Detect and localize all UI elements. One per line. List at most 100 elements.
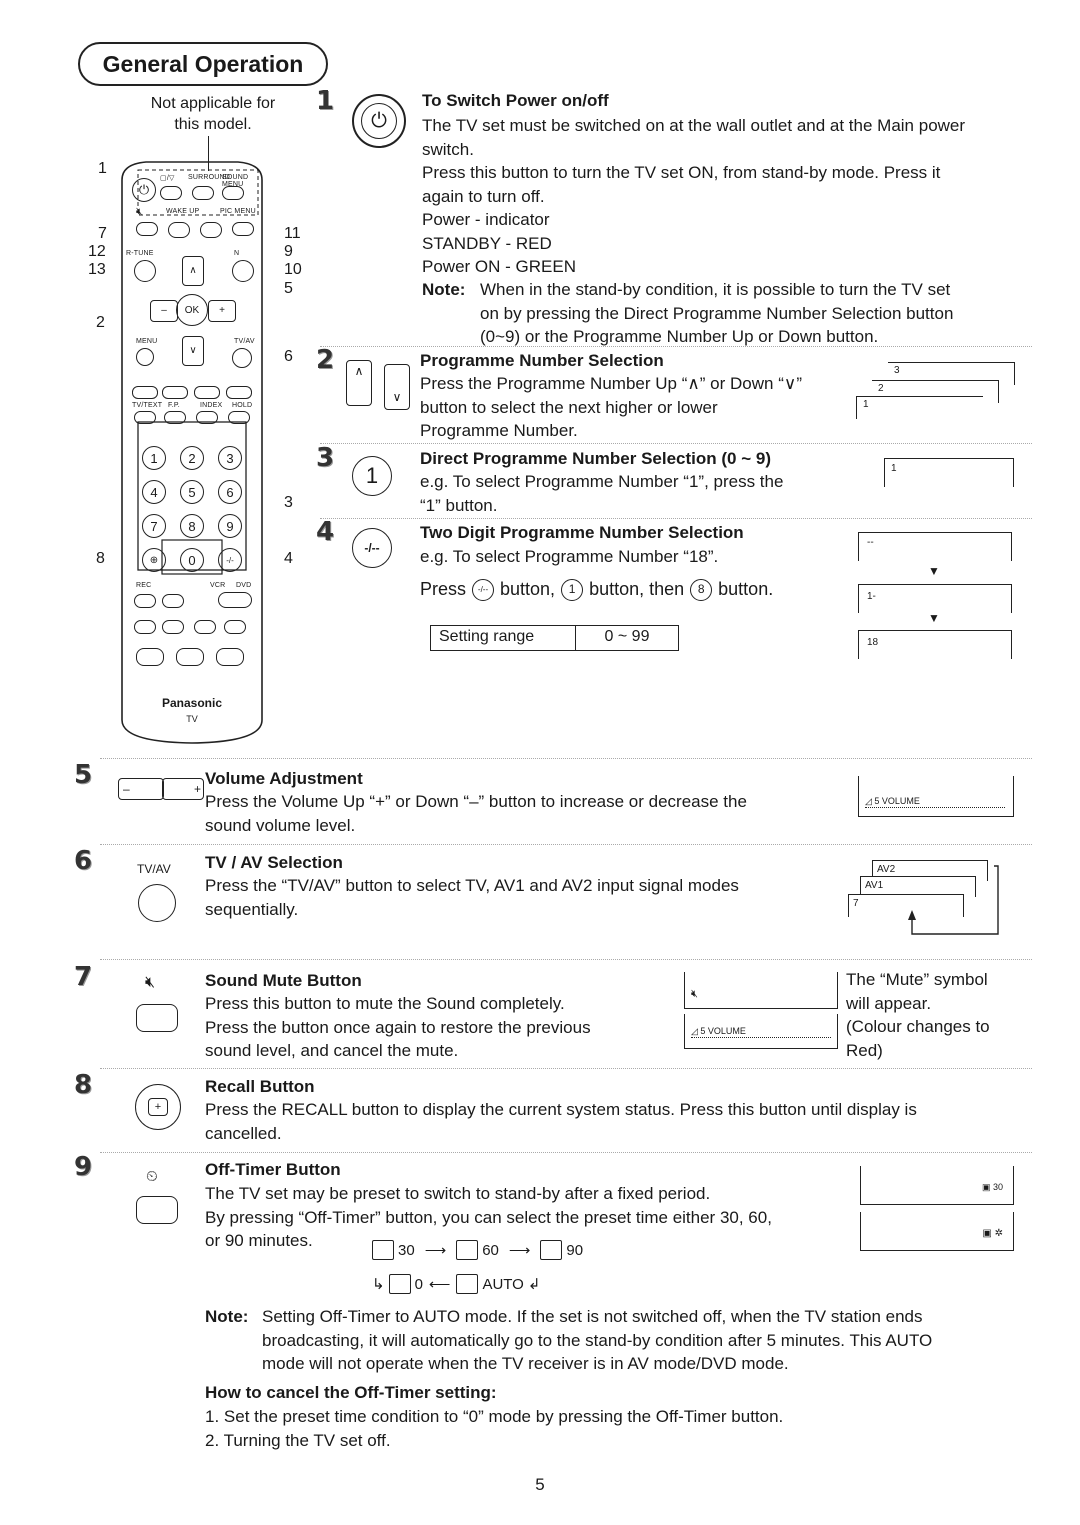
arrow-right-icon: ⟶ — [424, 1242, 447, 1259]
fp-button[interactable] — [164, 411, 186, 424]
section-body: Press the “TV/AV” button to select TV, A… — [205, 874, 845, 921]
digit-label: 7 — [150, 518, 158, 534]
body-line: Programme Number. — [420, 421, 578, 440]
digit-5-button[interactable]: 5 — [180, 480, 204, 504]
two-digit-label: -/-- — [477, 585, 489, 594]
body-line: By pressing “Off-Timer” button, you can … — [205, 1207, 772, 1227]
mute-button[interactable] — [136, 222, 158, 236]
vcr-dvd-switch[interactable] — [218, 592, 252, 608]
vcr-power-button[interactable] — [162, 594, 184, 608]
section-title: Volume Adjustment — [205, 769, 363, 788]
mute-osd-icon: 🔇︎ — [691, 988, 698, 1000]
divider — [320, 518, 1032, 519]
digit-7-button[interactable]: 7 — [142, 514, 166, 538]
tvav-button[interactable] — [232, 348, 252, 368]
tvav-top-label: ▢/▽ — [160, 175, 175, 182]
callout-9: 9 — [284, 243, 293, 260]
osd-value: 1- — [867, 591, 876, 602]
cancel-step: 2. Turning the TV set off. — [205, 1430, 391, 1450]
ttx-button[interactable] — [134, 411, 156, 424]
prog-up-button[interactable]: ∧ — [182, 256, 204, 286]
digit-4-button[interactable]: 4 — [142, 480, 166, 504]
ok-label: OK — [184, 304, 200, 316]
osd-volume-box: ◿ 5 VOLUME — [858, 776, 1014, 817]
body-line: “1” button. — [420, 495, 498, 515]
digit-8-button[interactable]: 8 — [180, 514, 204, 538]
rec-button[interactable] — [134, 594, 156, 608]
osd-mute-box: 🔇︎ — [684, 972, 838, 1009]
range-value: 0 ~ 99 — [604, 628, 650, 645]
tvav-top-button[interactable] — [160, 186, 182, 200]
sound-menu-label: SOUND MENU — [222, 174, 249, 188]
brand-logo: Panasonic — [161, 696, 223, 710]
osd-box: 1 — [884, 458, 1014, 487]
tvav-label: TV/AV — [137, 862, 171, 876]
skip-fwd-button[interactable] — [162, 620, 184, 634]
timer-value: 60 — [482, 1241, 499, 1259]
power-icon: ⏻ — [138, 182, 150, 197]
index-button[interactable] — [196, 411, 218, 424]
body-line: sound volume level. — [205, 815, 356, 835]
return-arrow-icon: ↳ — [372, 1276, 385, 1293]
recall-button[interactable]: ⊕ — [142, 548, 166, 572]
osd-value: 3 — [894, 365, 900, 376]
digit-label: 2 — [188, 450, 196, 466]
digit-9-button[interactable]: 9 — [218, 514, 242, 538]
volume-bar: ◿ 5 VOLUME — [691, 1026, 831, 1038]
body-line: Press this button to turn the TV set ON,… — [422, 163, 941, 182]
hold-button[interactable] — [228, 411, 250, 424]
note-line: Setting Off-Timer to AUTO mode. If the s… — [262, 1307, 923, 1326]
n-button[interactable] — [232, 260, 254, 282]
red-key[interactable] — [132, 386, 158, 399]
ffwd-button[interactable] — [224, 620, 246, 634]
arrow-left-icon: ⟵ — [428, 1276, 451, 1293]
tvav-label: TV/AV — [234, 338, 255, 345]
power-button[interactable]: ⏻ — [132, 178, 156, 202]
rewind-button[interactable] — [194, 620, 216, 634]
cancel-step: 1. Set the preset time condition to “0” … — [205, 1407, 784, 1426]
prog-down-button[interactable]: ∨ — [182, 336, 204, 366]
pic-menu-button[interactable] — [232, 222, 254, 236]
menu-label: MENU — [136, 338, 158, 345]
pause-button[interactable] — [176, 648, 204, 666]
mute-icon: 🔇︎ — [136, 206, 144, 218]
stop-button[interactable] — [136, 648, 164, 666]
play-button[interactable] — [216, 648, 244, 666]
two-digit-illustration: -/-- — [352, 528, 392, 568]
digit-0-button[interactable]: 0 — [180, 548, 204, 572]
off-timer-button[interactable] — [200, 222, 222, 238]
section-title: Off-Timer Button — [205, 1160, 341, 1179]
section-number: 5 — [74, 760, 93, 790]
skip-back-button[interactable] — [134, 620, 156, 634]
section-number: 3 — [316, 443, 335, 473]
section-number: 9 — [74, 1152, 93, 1182]
blue-key[interactable] — [226, 386, 252, 399]
osd-box-7: 7 — [848, 894, 964, 917]
osd-value: 1 — [863, 399, 869, 410]
menu-button[interactable] — [136, 348, 154, 366]
timer-icon — [388, 1274, 411, 1294]
two-digit-button[interactable]: -/- — [218, 548, 242, 572]
sound-menu-button[interactable] — [222, 186, 244, 200]
digit-1-button[interactable]: 1 — [142, 446, 166, 470]
section-body: The TV set must be switched on at the wa… — [422, 114, 1032, 279]
digit-3-button[interactable]: 3 — [218, 446, 242, 470]
vol-up-button[interactable]: + — [208, 300, 236, 322]
body-line: e.g. To select Programme Number “1”, pre… — [420, 472, 784, 491]
section-title: Two Digit Programme Number Selection — [420, 523, 744, 542]
page-title-text: General Operation — [102, 50, 304, 77]
press-word: button, then — [589, 579, 685, 599]
green-key[interactable] — [162, 386, 188, 399]
rtune-button[interactable] — [134, 260, 156, 282]
body-line: switch. — [422, 139, 474, 159]
yellow-key[interactable] — [194, 386, 220, 399]
digit-2-button[interactable]: 2 — [180, 446, 204, 470]
surround-label: SURROUND — [188, 174, 231, 181]
surround-button[interactable] — [192, 186, 214, 200]
arrow-down-icon: ▼ — [928, 611, 940, 625]
power-icon: ⏻ — [361, 103, 397, 139]
digit-6-button[interactable]: 6 — [218, 480, 242, 504]
wakeup-button[interactable] — [168, 222, 190, 238]
vol-down-button[interactable]: – — [150, 300, 178, 322]
ok-button[interactable]: OK — [176, 294, 208, 326]
